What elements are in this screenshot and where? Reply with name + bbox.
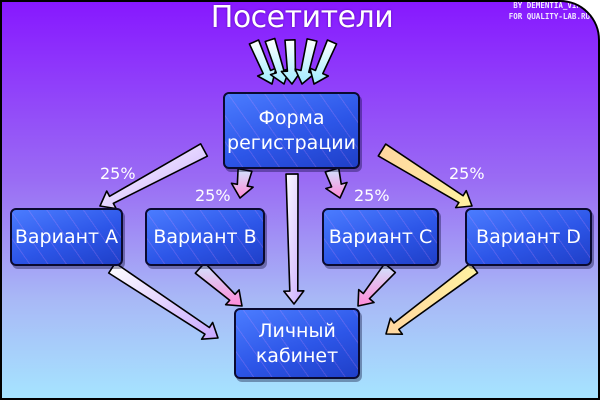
arrow-d-to-cabinet <box>385 262 479 336</box>
split-label-d: 25% <box>449 164 485 183</box>
split-label-b: 25% <box>195 186 231 205</box>
node-label: Вариант B <box>153 225 257 248</box>
node-variant-d: Вариант D <box>465 208 592 266</box>
arrow-form-to-d <box>377 143 473 209</box>
node-registration-form: Форма регистрации <box>223 92 360 169</box>
node-label: Вариант A <box>14 225 119 248</box>
node-variant-b: Вариант B <box>145 208 265 266</box>
visitor-arrow-5 <box>309 39 338 85</box>
node-label: Вариант D <box>476 225 581 248</box>
node-variant-a: Вариант A <box>10 208 123 266</box>
node-personal-cabinet: Личный кабинет <box>234 308 360 379</box>
arrow-c-to-cabinet <box>357 262 397 307</box>
arrow-b-to-cabinet <box>194 262 243 307</box>
arrow-a-to-cabinet <box>107 262 219 340</box>
arrow-form-to-b <box>230 167 254 199</box>
arrow-form-to-cabinet <box>283 173 305 305</box>
credit-author: BY DEMENTIA_VIKKO <box>513 1 590 10</box>
visitors-title: Посетители <box>210 0 394 35</box>
credit-site: FOR QUALITY-LAB.RU <box>508 12 590 21</box>
arrow-form-to-a <box>99 143 209 210</box>
node-label: Вариант C <box>328 225 433 248</box>
split-label-c: 25% <box>354 186 390 205</box>
node-variant-c: Вариант C <box>322 208 439 266</box>
split-label-a: 25% <box>100 164 136 183</box>
node-label: Форма регистрации <box>227 106 356 154</box>
arrow-form-to-c <box>324 167 348 199</box>
node-label: Личный кабинет <box>255 319 339 367</box>
visitor-arrow-4 <box>294 38 318 85</box>
